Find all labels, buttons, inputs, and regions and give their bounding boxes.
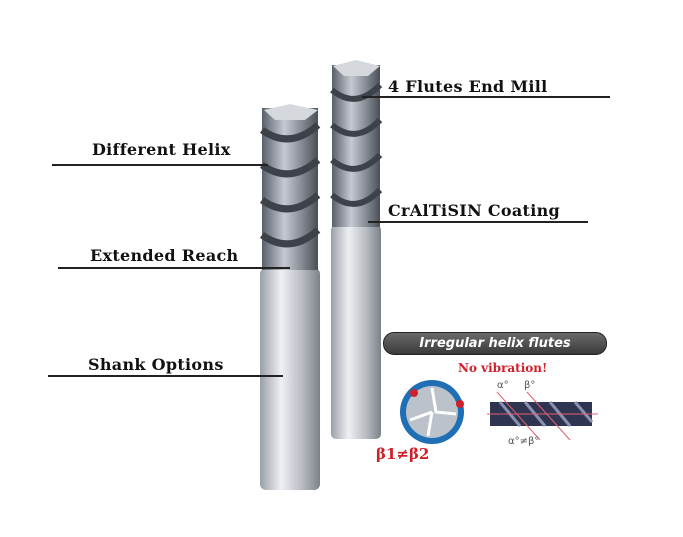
label-reach: Extended Reach (90, 246, 239, 265)
inset-subtitle: No vibration! (458, 361, 548, 375)
right-end-mill (330, 60, 383, 439)
leader-line (52, 164, 268, 166)
label-coating: CrAlTiSIN Coating (388, 201, 561, 220)
label-helix: Different Helix (92, 140, 231, 159)
inset-title-badge: Irregular helix flutes (383, 332, 607, 355)
leader-line (48, 375, 283, 377)
side-view-diagram (487, 391, 598, 441)
alpha-beta-relation: α°≠β° (508, 436, 540, 447)
left-end-mill (259, 104, 321, 490)
beta-relation: β1≠β2 (376, 445, 430, 463)
leader-line (368, 221, 588, 223)
label-flutes: 4 Flutes End Mill (388, 77, 548, 96)
beta-label: β° (524, 380, 536, 391)
leader-line (362, 96, 610, 98)
end-view-diagram (400, 380, 464, 444)
leader-line (58, 267, 290, 269)
alpha-label: α° (497, 380, 509, 391)
label-shank: Shank Options (88, 355, 224, 374)
